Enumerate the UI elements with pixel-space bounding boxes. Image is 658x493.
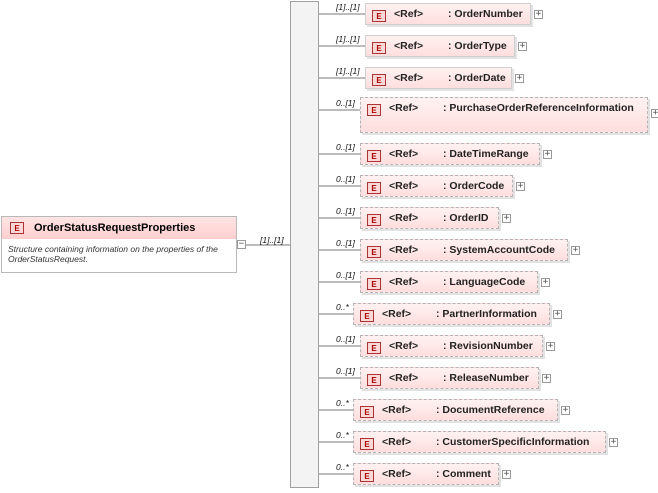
child-element-card[interactable]: E <Ref> : OrderType (365, 35, 515, 57)
ref-label: <Ref> (389, 276, 419, 288)
element-badge-icon: E (372, 42, 386, 54)
element-badge-icon: E (367, 246, 381, 258)
child-element-name: : OrderNumber (448, 8, 523, 20)
child-multiplicity: 0..[1] (336, 334, 355, 344)
root-element-header: E OrderStatusRequestProperties (2, 217, 236, 239)
expand-icon[interactable]: + (553, 309, 562, 319)
collapse-icon[interactable]: − (237, 239, 246, 249)
element-badge-icon: E (367, 374, 381, 386)
ref-label: <Ref> (389, 180, 419, 192)
child-element-name: : RevisionNumber (443, 340, 533, 352)
ref-label: <Ref> (394, 8, 424, 20)
expand-icon[interactable]: + (502, 469, 511, 479)
child-element-card[interactable]: E <Ref> : ReleaseNumber (360, 367, 539, 389)
sequence-compositor (290, 1, 319, 488)
ref-label: <Ref> (394, 72, 424, 84)
child-element-card[interactable]: E <Ref> : PurchaseOrderReferenceInformatio… (360, 97, 648, 133)
child-multiplicity: 0..[1] (336, 174, 355, 184)
child-multiplicity: 0..* (336, 302, 349, 312)
ref-label: <Ref> (382, 308, 412, 320)
child-multiplicity: 0..[1] (336, 270, 355, 280)
child-multiplicity: 0..[1] (336, 238, 355, 248)
child-element-name: : OrderCode (443, 180, 505, 192)
element-badge-icon: E (367, 104, 381, 116)
sequence-multiplicity: [1]..[1] (260, 235, 284, 245)
expand-icon[interactable]: + (651, 108, 658, 118)
element-badge-icon: E (367, 278, 381, 290)
element-badge-icon: E (360, 406, 374, 418)
child-multiplicity: [1]..[1] (336, 66, 360, 76)
expand-icon[interactable]: + (543, 149, 552, 159)
child-element-card[interactable]: E <Ref> : CustomerSpecificInformation (353, 431, 606, 453)
child-multiplicity: 0..[1] (336, 206, 355, 216)
child-element-name: : DocumentReference (436, 404, 545, 416)
child-element-card[interactable]: E <Ref> : PartnerInformation (353, 303, 550, 325)
expand-icon[interactable]: + (542, 373, 551, 383)
child-element-name: : ReleaseNumber (443, 372, 529, 384)
ref-label: <Ref> (394, 40, 424, 52)
element-badge-icon: E (367, 342, 381, 354)
child-multiplicity: 0..[1] (336, 142, 355, 152)
expand-icon[interactable]: + (609, 437, 618, 447)
child-element-name: : CustomerSpecificInformation (436, 436, 590, 448)
expand-icon[interactable]: + (516, 181, 525, 191)
child-multiplicity: [1]..[1] (336, 34, 360, 44)
child-multiplicity: 0..[1] (336, 366, 355, 376)
child-multiplicity: 0..* (336, 430, 349, 440)
expand-icon[interactable]: + (561, 405, 570, 415)
element-badge-icon: E (367, 214, 381, 226)
child-element-name: : PartnerInformation (436, 308, 537, 320)
element-badge-icon: E (367, 150, 381, 162)
child-element-name: : LanguageCode (443, 276, 526, 288)
ref-label: <Ref> (382, 404, 412, 416)
expand-icon[interactable]: + (541, 277, 550, 287)
child-multiplicity: 0..* (336, 462, 349, 472)
child-multiplicity: 0..* (336, 398, 349, 408)
ref-label: <Ref> (389, 340, 419, 352)
child-element-name: : SystemAccountCode (443, 244, 556, 256)
child-element-name: : Comment (436, 468, 491, 480)
element-badge-icon: E (367, 182, 381, 194)
child-element-name: : OrderID (443, 212, 489, 224)
child-element-name: : DateTimeRange (443, 148, 529, 160)
expand-icon[interactable]: + (571, 245, 580, 255)
ref-label: <Ref> (382, 468, 412, 480)
child-element-card[interactable]: E <Ref> : OrderDate (365, 67, 512, 89)
element-badge-icon: E (360, 310, 374, 322)
child-element-card[interactable]: E <Ref> : LanguageCode (360, 271, 538, 293)
child-element-card[interactable]: E <Ref> : SystemAccountCode (360, 239, 568, 261)
child-multiplicity: 0..[1] (336, 98, 355, 108)
child-element-card[interactable]: E <Ref> : DateTimeRange (360, 143, 540, 165)
expand-icon[interactable]: + (515, 73, 524, 83)
expand-icon[interactable]: + (502, 213, 511, 223)
expand-icon[interactable]: + (546, 341, 555, 351)
child-element-name: : OrderType (448, 40, 507, 52)
element-badge-icon: E (360, 438, 374, 450)
root-element-description: Structure containing information on the … (8, 244, 218, 264)
ref-label: <Ref> (389, 372, 419, 384)
root-element-box[interactable]: E OrderStatusRequestProperties Structure… (1, 216, 237, 273)
expand-icon[interactable]: + (518, 41, 527, 51)
child-element-card[interactable]: E <Ref> : OrderNumber (365, 3, 531, 25)
child-element-name: : OrderDate (448, 72, 506, 84)
child-multiplicity: [1]..[1] (336, 2, 360, 12)
child-element-card[interactable]: E <Ref> : OrderID (360, 207, 499, 229)
ref-label: <Ref> (389, 212, 419, 224)
root-element-name: OrderStatusRequestProperties (34, 222, 196, 234)
ref-label: <Ref> (389, 244, 419, 256)
expand-icon[interactable]: + (534, 9, 543, 19)
child-element-card[interactable]: E <Ref> : Comment (353, 463, 499, 485)
element-badge-icon: E (372, 74, 386, 86)
child-element-card[interactable]: E <Ref> : OrderCode (360, 175, 513, 197)
element-badge-icon: E (360, 470, 374, 482)
element-badge-icon: E (372, 10, 386, 22)
ref-label: <Ref> (389, 102, 419, 114)
element-badge-icon: E (10, 222, 24, 234)
child-element-card[interactable]: E <Ref> : RevisionNumber (360, 335, 543, 357)
child-element-name: : PurchaseOrderReferenceInformation (443, 102, 634, 114)
ref-label: <Ref> (382, 436, 412, 448)
ref-label: <Ref> (389, 148, 419, 160)
child-element-card[interactable]: E <Ref> : DocumentReference (353, 399, 558, 421)
